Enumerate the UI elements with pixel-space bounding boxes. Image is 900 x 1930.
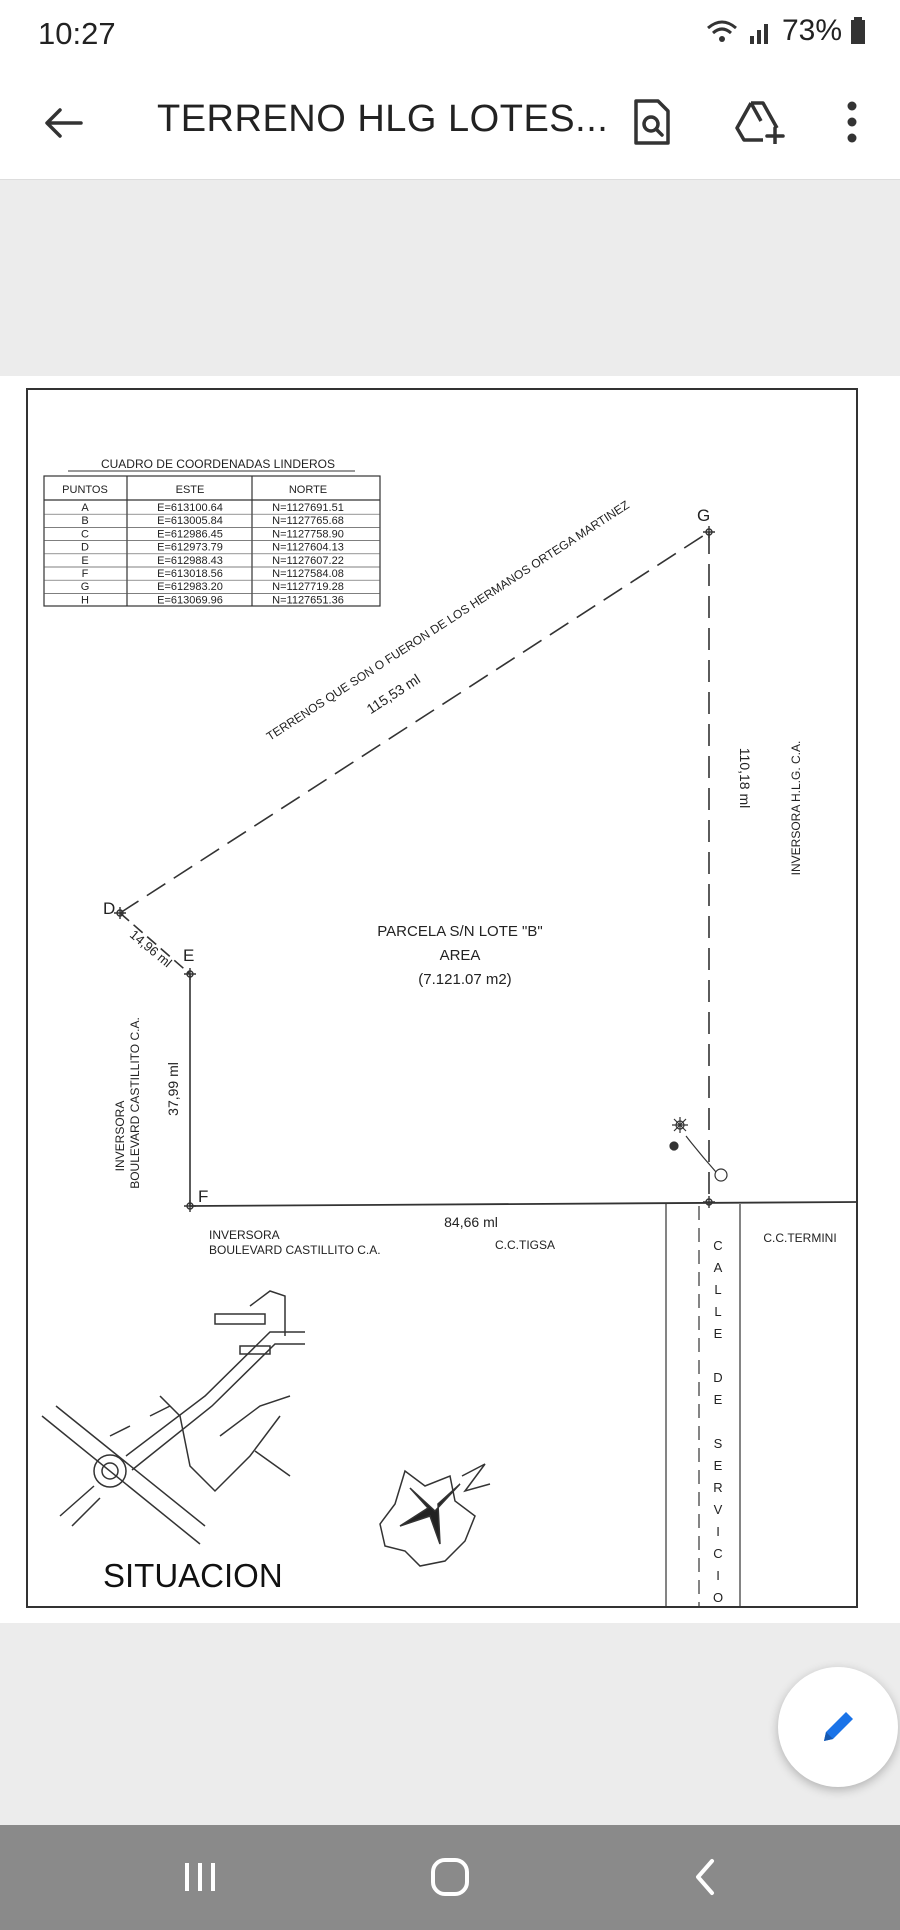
table-cell: C — [81, 528, 89, 540]
table-cell: E=612986.45 — [157, 528, 223, 540]
table-cell: N=1127765.68 — [272, 515, 344, 527]
dimension-bottom: 84,66 ml — [444, 1214, 498, 1230]
table-cell: G — [81, 581, 90, 593]
battery-percent: 73% — [781, 14, 842, 47]
signal-icon — [749, 24, 768, 44]
edit-fab-button[interactable] — [778, 1667, 898, 1787]
viewer-background-bottom — [0, 1623, 900, 1825]
point-f-label: F — [198, 1187, 208, 1206]
neighbor-bottom-line1: INVERSORA — [209, 1228, 280, 1242]
table-title: CUADRO DE COORDENADAS LINDEROS — [101, 457, 335, 471]
status-icons: 73% — [704, 14, 866, 48]
boundary-d-e — [119, 912, 191, 975]
utility-symbols — [669, 1117, 728, 1182]
situacion-label: SITUACION — [103, 1557, 283, 1594]
arrow-left-icon — [45, 108, 83, 138]
table-cell: N=1127584.08 — [272, 568, 344, 580]
table-cell: N=1127604.13 — [272, 542, 344, 554]
battery-icon — [851, 17, 865, 44]
neighbor-right: INVERSORA H.L.G. C.A. — [789, 741, 803, 876]
wifi-icon — [706, 20, 737, 42]
status-time: 10:27 — [38, 16, 116, 51]
table-cell: E=612983.20 — [157, 581, 223, 593]
table-cell: D — [81, 542, 89, 554]
point-g-label: G — [697, 506, 710, 525]
north-arrow — [379, 1463, 491, 1567]
table-cell: E=612973.79 — [157, 542, 223, 554]
dimension-e-f: 37,99 ml — [165, 1062, 181, 1116]
document-title: TERRENO HLG LOTES... — [157, 98, 609, 140]
table-cell: H — [81, 594, 89, 606]
system-nav-bar — [0, 1825, 900, 1930]
neighbor-bottom-line2: BOULEVARD CASTILLITO C.A. — [209, 1243, 381, 1257]
table-cell: N=1127719.28 — [272, 581, 344, 593]
recents-icon — [185, 1863, 215, 1891]
home-icon — [431, 1858, 469, 1896]
coordinates-table: CUADRO DE COORDENADAS LINDEROS PUNTOS ES… — [43, 457, 381, 607]
search-in-document-button[interactable] — [620, 90, 684, 154]
add-to-drive-button[interactable] — [728, 90, 792, 154]
table-header-norte: NORTE — [289, 484, 327, 496]
table-header-este: ESTE — [176, 484, 205, 496]
viewer-background — [0, 180, 900, 376]
table-header-puntos: PUNTOS — [62, 484, 108, 496]
back-button[interactable] — [38, 98, 88, 148]
table-cell: B — [81, 515, 88, 527]
parcel-area-value: (7.121.07 m2) — [418, 971, 511, 988]
boundary-bottom — [189, 1201, 858, 1207]
street-label: CALLE DE SERVICIO — [711, 1238, 726, 1612]
table-cell: E=612988.43 — [157, 555, 223, 567]
table-cell: E=613100.64 — [157, 502, 223, 514]
home-button[interactable] — [410, 1847, 490, 1907]
plan-frame — [26, 388, 858, 1608]
survey-plan: CUADRO DE COORDENADAS LINDEROS PUNTOS ES… — [26, 388, 858, 1612]
more-vert-icon — [847, 101, 857, 143]
neighbor-bottom-mid: C.C.TIGSA — [495, 1238, 555, 1252]
dimension-d-e: 14,96 ml — [127, 927, 175, 971]
table-cell: N=1127758.90 — [272, 528, 344, 540]
location-sketch — [41, 1290, 305, 1545]
back-nav-button[interactable] — [665, 1847, 745, 1907]
table-cell: N=1127607.22 — [272, 555, 344, 567]
chevron-left-icon — [696, 1859, 714, 1895]
point-d-label: D — [103, 899, 115, 918]
neighbor-left-line1: INVERSORA — [113, 1101, 127, 1172]
table-cell: N=1127691.51 — [272, 502, 344, 514]
table-cell: E=613005.84 — [157, 515, 223, 527]
app-bar: TERRENO HLG LOTES... — [0, 70, 900, 180]
table-cell: N=1127651.36 — [272, 594, 344, 606]
recent-apps-button[interactable] — [160, 1847, 240, 1907]
document-page[interactable]: CUADRO DE COORDENADAS LINDEROS PUNTOS ES… — [0, 376, 900, 1623]
more-options-button[interactable] — [820, 90, 884, 154]
table-cell: E=613018.56 — [157, 568, 223, 580]
point-e-label: E — [183, 946, 194, 965]
boundary-d-g — [119, 531, 710, 914]
drive-add-icon — [735, 101, 785, 144]
dimension-g-f: 110,18 ml — [737, 748, 753, 808]
parcel-area-label: AREA — [440, 947, 481, 964]
document-search-icon — [634, 99, 670, 145]
table-cell: F — [82, 568, 89, 580]
pencil-icon — [824, 1712, 853, 1741]
status-bar: 10:27 73% — [0, 0, 900, 70]
table-cell: A — [81, 502, 89, 514]
parcel-name: PARCELA S/N LOTE "B" — [377, 923, 542, 940]
neighbor-far-right: C.C.TERMINI — [763, 1231, 836, 1245]
table-cell: E=613069.96 — [157, 594, 223, 606]
neighbor-left-line2: BOULEVARD CASTILLITO C.A. — [128, 1017, 142, 1189]
table-cell: E — [81, 555, 88, 567]
